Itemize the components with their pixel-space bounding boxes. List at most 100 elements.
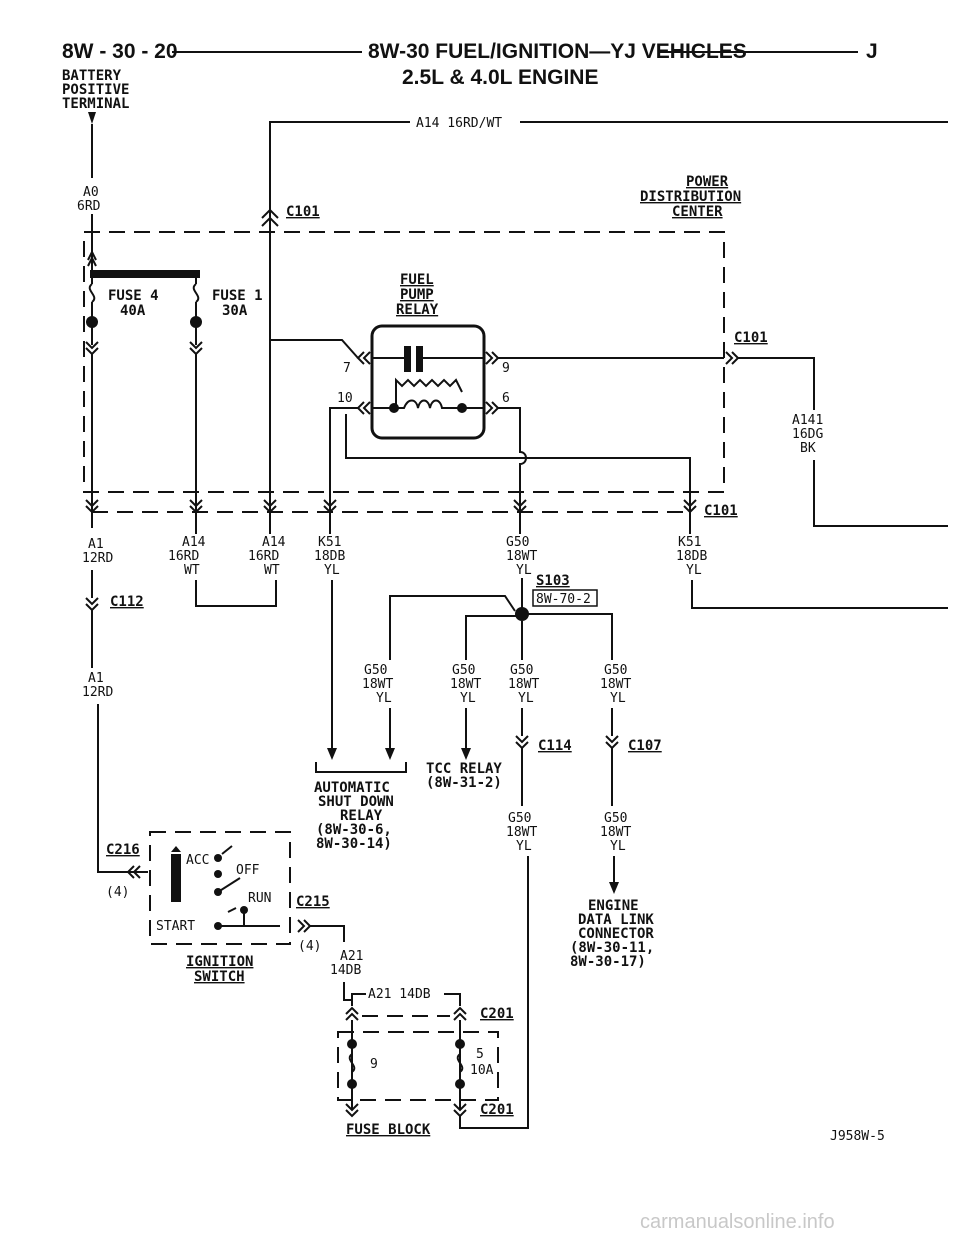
wire-a21-loop-left bbox=[351, 993, 366, 1006]
pdc-title-line: DISTRIBUTION bbox=[640, 189, 741, 205]
wire-label: A141 bbox=[792, 413, 823, 428]
fuse-5-rating: 10A bbox=[470, 1063, 494, 1078]
wire-relay-pin7 bbox=[270, 339, 359, 359]
fuse4-rating: 40A bbox=[120, 303, 146, 319]
wire-label-a21-loop: A21 14DB bbox=[368, 987, 431, 1002]
wire-label: 18WT bbox=[600, 825, 631, 840]
connector-c201-top: C201 bbox=[480, 1006, 514, 1022]
connector-icon bbox=[261, 208, 279, 227]
asd-label-line: AUTOMATIC bbox=[314, 780, 390, 796]
wire-label: 18WT bbox=[508, 677, 539, 692]
connector-icon bbox=[453, 1103, 467, 1118]
page-title: 8W-30 FUEL/IGNITION—YJ VEHICLES bbox=[368, 40, 747, 63]
arrow-down-icon bbox=[327, 748, 337, 760]
wire-label: YL bbox=[516, 563, 532, 578]
arrow-down-icon bbox=[609, 882, 619, 894]
connector-c201-bottom: C201 bbox=[480, 1102, 514, 1118]
wire-label: YL bbox=[324, 563, 340, 578]
relay-coil-icon bbox=[396, 399, 462, 409]
relay-pin-10: 10 bbox=[337, 391, 353, 406]
wire-label: BK bbox=[800, 441, 816, 456]
pdc-box bbox=[83, 231, 725, 493]
wire-label: K51 bbox=[318, 535, 341, 550]
wire-label: G50 bbox=[364, 663, 387, 678]
wire-g50-fuse-block bbox=[459, 856, 529, 1129]
fuel-pump-relay bbox=[370, 324, 486, 440]
wire-label: WT bbox=[264, 563, 280, 578]
wire-a1-ignition bbox=[97, 704, 148, 873]
relay-pin-9: 9 bbox=[502, 361, 510, 376]
pdc-title-line: POWER bbox=[686, 174, 729, 190]
pdc-title-line: CENTER bbox=[672, 204, 723, 220]
wire-label: YL bbox=[610, 691, 626, 706]
fuse-terminal bbox=[347, 1079, 357, 1089]
connector-c107: C107 bbox=[628, 738, 662, 754]
asd-label-line: SHUT DOWN bbox=[318, 794, 394, 810]
wire-label: 16DG bbox=[792, 427, 823, 442]
wire-label: A0 bbox=[83, 185, 99, 200]
asd-label-line: 8W-30-14) bbox=[316, 836, 392, 852]
splice-ref: 8W-70-2 bbox=[536, 592, 591, 607]
dlc-label-line: (8W-30-11, bbox=[570, 940, 654, 956]
wire-label: 6RD bbox=[77, 199, 101, 214]
wire-k51-right bbox=[691, 580, 948, 609]
battery-label-line: TERMINAL bbox=[62, 96, 129, 112]
connector-icon bbox=[485, 351, 500, 365]
tcc-label-line: (8W-31-2) bbox=[426, 775, 502, 791]
connector-c114: C114 bbox=[538, 738, 572, 754]
wire-label: 16RD bbox=[248, 549, 279, 564]
tcc-label-line: TCC RELAY bbox=[426, 761, 502, 777]
connector-icon bbox=[725, 351, 740, 365]
fuse-block-box bbox=[337, 1031, 499, 1101]
pin-label-left: (4) bbox=[106, 885, 129, 900]
fuse-icon bbox=[88, 283, 96, 303]
arrow-up-icon bbox=[171, 846, 181, 852]
wire-g50-branch4 bbox=[528, 613, 613, 660]
wire-label: 14DB bbox=[330, 963, 361, 978]
wire-label-top: A14 16RD/WT bbox=[416, 116, 502, 131]
connector-icon bbox=[605, 735, 619, 750]
wire-label: A1 bbox=[88, 671, 104, 686]
wire-label: 18DB bbox=[676, 549, 707, 564]
page-number: 8W - 30 - 20 bbox=[62, 40, 178, 63]
connector-icon bbox=[126, 865, 141, 879]
wire-label: 16RD bbox=[168, 549, 199, 564]
wire-label: 18WT bbox=[506, 549, 537, 564]
fuse-icon bbox=[456, 1053, 464, 1073]
wire-label: K51 bbox=[678, 535, 701, 550]
wire-g50-branch1 bbox=[389, 595, 516, 660]
ignition-title-line: IGNITION bbox=[186, 954, 253, 970]
relay-resistor-icon bbox=[395, 377, 463, 393]
fuse1-label: FUSE 1 bbox=[212, 288, 263, 304]
dlc-label-line: DATA LINK bbox=[578, 912, 654, 928]
dlc-label-line: CONNECTOR bbox=[578, 926, 654, 942]
connector-c215: C215 bbox=[296, 894, 330, 910]
wire-label: 12RD bbox=[82, 551, 113, 566]
wire-g50-branch2 bbox=[465, 615, 516, 660]
bus-drops bbox=[91, 278, 197, 284]
wire-label: G50 bbox=[508, 811, 531, 826]
connector-icon bbox=[87, 249, 97, 267]
splice-label: S103 bbox=[536, 573, 570, 589]
switch-contact bbox=[214, 854, 222, 862]
wire-label: YL bbox=[460, 691, 476, 706]
dlc-label-line: 8W-30-17) bbox=[570, 954, 646, 970]
fuse-icon bbox=[192, 283, 200, 303]
wire-relay-pin6 bbox=[498, 407, 527, 512]
connector-icon bbox=[453, 1006, 467, 1021]
relay-title-line: PUMP bbox=[400, 287, 434, 303]
connector-c101-right: C101 bbox=[734, 330, 768, 346]
connector-icon bbox=[297, 919, 312, 933]
wire-a21-down bbox=[343, 982, 353, 1006]
fuse-block-title: FUSE BLOCK bbox=[346, 1122, 431, 1138]
fuse-terminal bbox=[347, 1039, 357, 1049]
ignition-switch-box bbox=[149, 831, 291, 945]
relay-contact bbox=[416, 346, 423, 372]
wire-label: G50 bbox=[604, 663, 627, 678]
wire-label: A1 bbox=[88, 537, 104, 552]
wire-a141 bbox=[738, 357, 815, 410]
wire-a21-loop-right bbox=[444, 993, 461, 1006]
wire-label: 18WT bbox=[362, 677, 393, 692]
splice-node bbox=[515, 607, 529, 621]
